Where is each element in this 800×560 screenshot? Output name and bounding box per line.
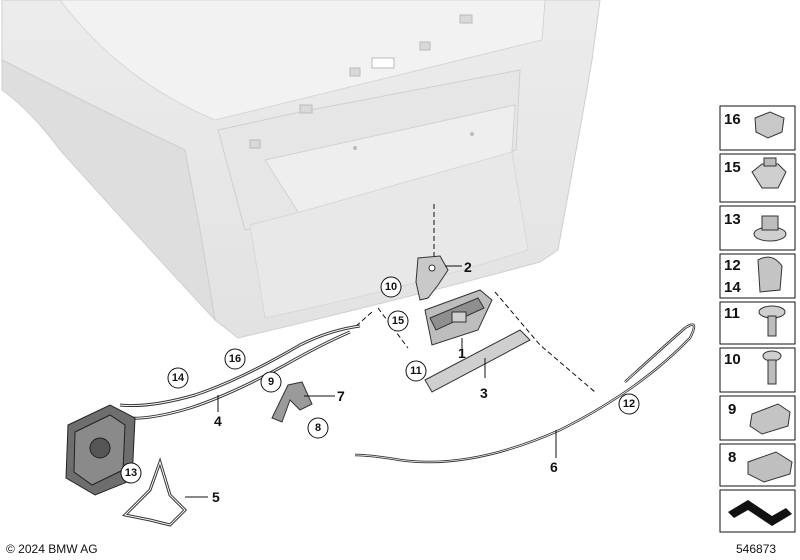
circled-callout-12: 12 [618, 393, 640, 415]
circled-callout-11: 11 [405, 360, 427, 382]
callout-3: 3 [480, 385, 488, 401]
svg-text:14: 14 [172, 372, 185, 384]
svg-text:14: 14 [724, 279, 741, 296]
svg-text:8: 8 [315, 422, 321, 434]
svg-text:13: 13 [125, 467, 137, 479]
leader-lines [185, 265, 557, 498]
circled-callout-8: 8 [307, 417, 329, 439]
handle-strip-part-3 [424, 329, 531, 393]
callout-4: 4 [214, 413, 222, 429]
actuator-motor [65, 404, 136, 496]
svg-text:9: 9 [728, 401, 736, 418]
circled-callouts: 8 9 10 11 12 13 14 15 16 [120, 276, 640, 484]
callout-1: 1 [458, 345, 466, 361]
legend-cell-15: 15 [719, 153, 796, 203]
lock-part-1 [424, 289, 493, 346]
legend-cell-11: 11 [719, 301, 796, 345]
svg-text:16: 16 [229, 353, 241, 365]
grip-part-7 [271, 381, 313, 423]
svg-text:10: 10 [385, 281, 397, 293]
legend-cell-12-14: 12 14 [719, 253, 796, 299]
svg-text:16: 16 [724, 111, 741, 128]
legend-cell-10: 10 [719, 347, 796, 393]
svg-text:11: 11 [724, 305, 740, 322]
legend-cell-symbol [719, 489, 796, 533]
cable-clip-icon [757, 256, 783, 293]
callout-5: 5 [212, 489, 220, 505]
circled-callout-13: 13 [120, 462, 142, 484]
diagram-number: 546873 [736, 542, 776, 556]
callout-2: 2 [464, 259, 472, 275]
assembly-symbol-icon [728, 500, 792, 526]
svg-text:12: 12 [724, 257, 741, 274]
legend-cell-13: 13 [719, 205, 796, 251]
copyright-text: © 2024 BMW AG [6, 542, 98, 556]
hex-nut-icon [751, 163, 787, 189]
legend-cell-8: 8 [719, 443, 796, 487]
legend-cell-16: 16 [719, 105, 796, 151]
circled-callout-9: 9 [260, 371, 282, 393]
svg-text:15: 15 [724, 159, 741, 176]
circled-callout-16: 16 [224, 348, 246, 370]
circled-callout-10: 10 [380, 276, 402, 298]
svg-text:11: 11 [410, 365, 422, 377]
cable-4 [119, 324, 361, 420]
legend-cell-9: 9 [719, 395, 796, 441]
clip-icon [754, 111, 785, 139]
svg-text:8: 8 [728, 449, 736, 466]
circled-callout-15: 15 [387, 310, 409, 332]
svg-text:12: 12 [623, 398, 635, 410]
svg-text:15: 15 [392, 315, 404, 327]
parts-legend: 16 15 13 12 14 11 [719, 105, 796, 533]
nut-clip-icon [747, 451, 793, 483]
cable-6 [354, 323, 696, 464]
trunk-lid [1, 0, 601, 339]
callout-7: 7 [337, 388, 345, 404]
svg-text:10: 10 [724, 351, 741, 368]
callout-6: 6 [550, 459, 558, 475]
retainer-clip-icon [749, 403, 791, 435]
circled-callout-14: 14 [167, 367, 189, 389]
bracket-part-5 [121, 457, 188, 527]
bracket-part-2 [415, 255, 449, 301]
svg-text:9: 9 [268, 376, 274, 388]
svg-text:13: 13 [724, 211, 741, 228]
callouts: 1 2 3 4 5 6 7 [212, 259, 558, 505]
